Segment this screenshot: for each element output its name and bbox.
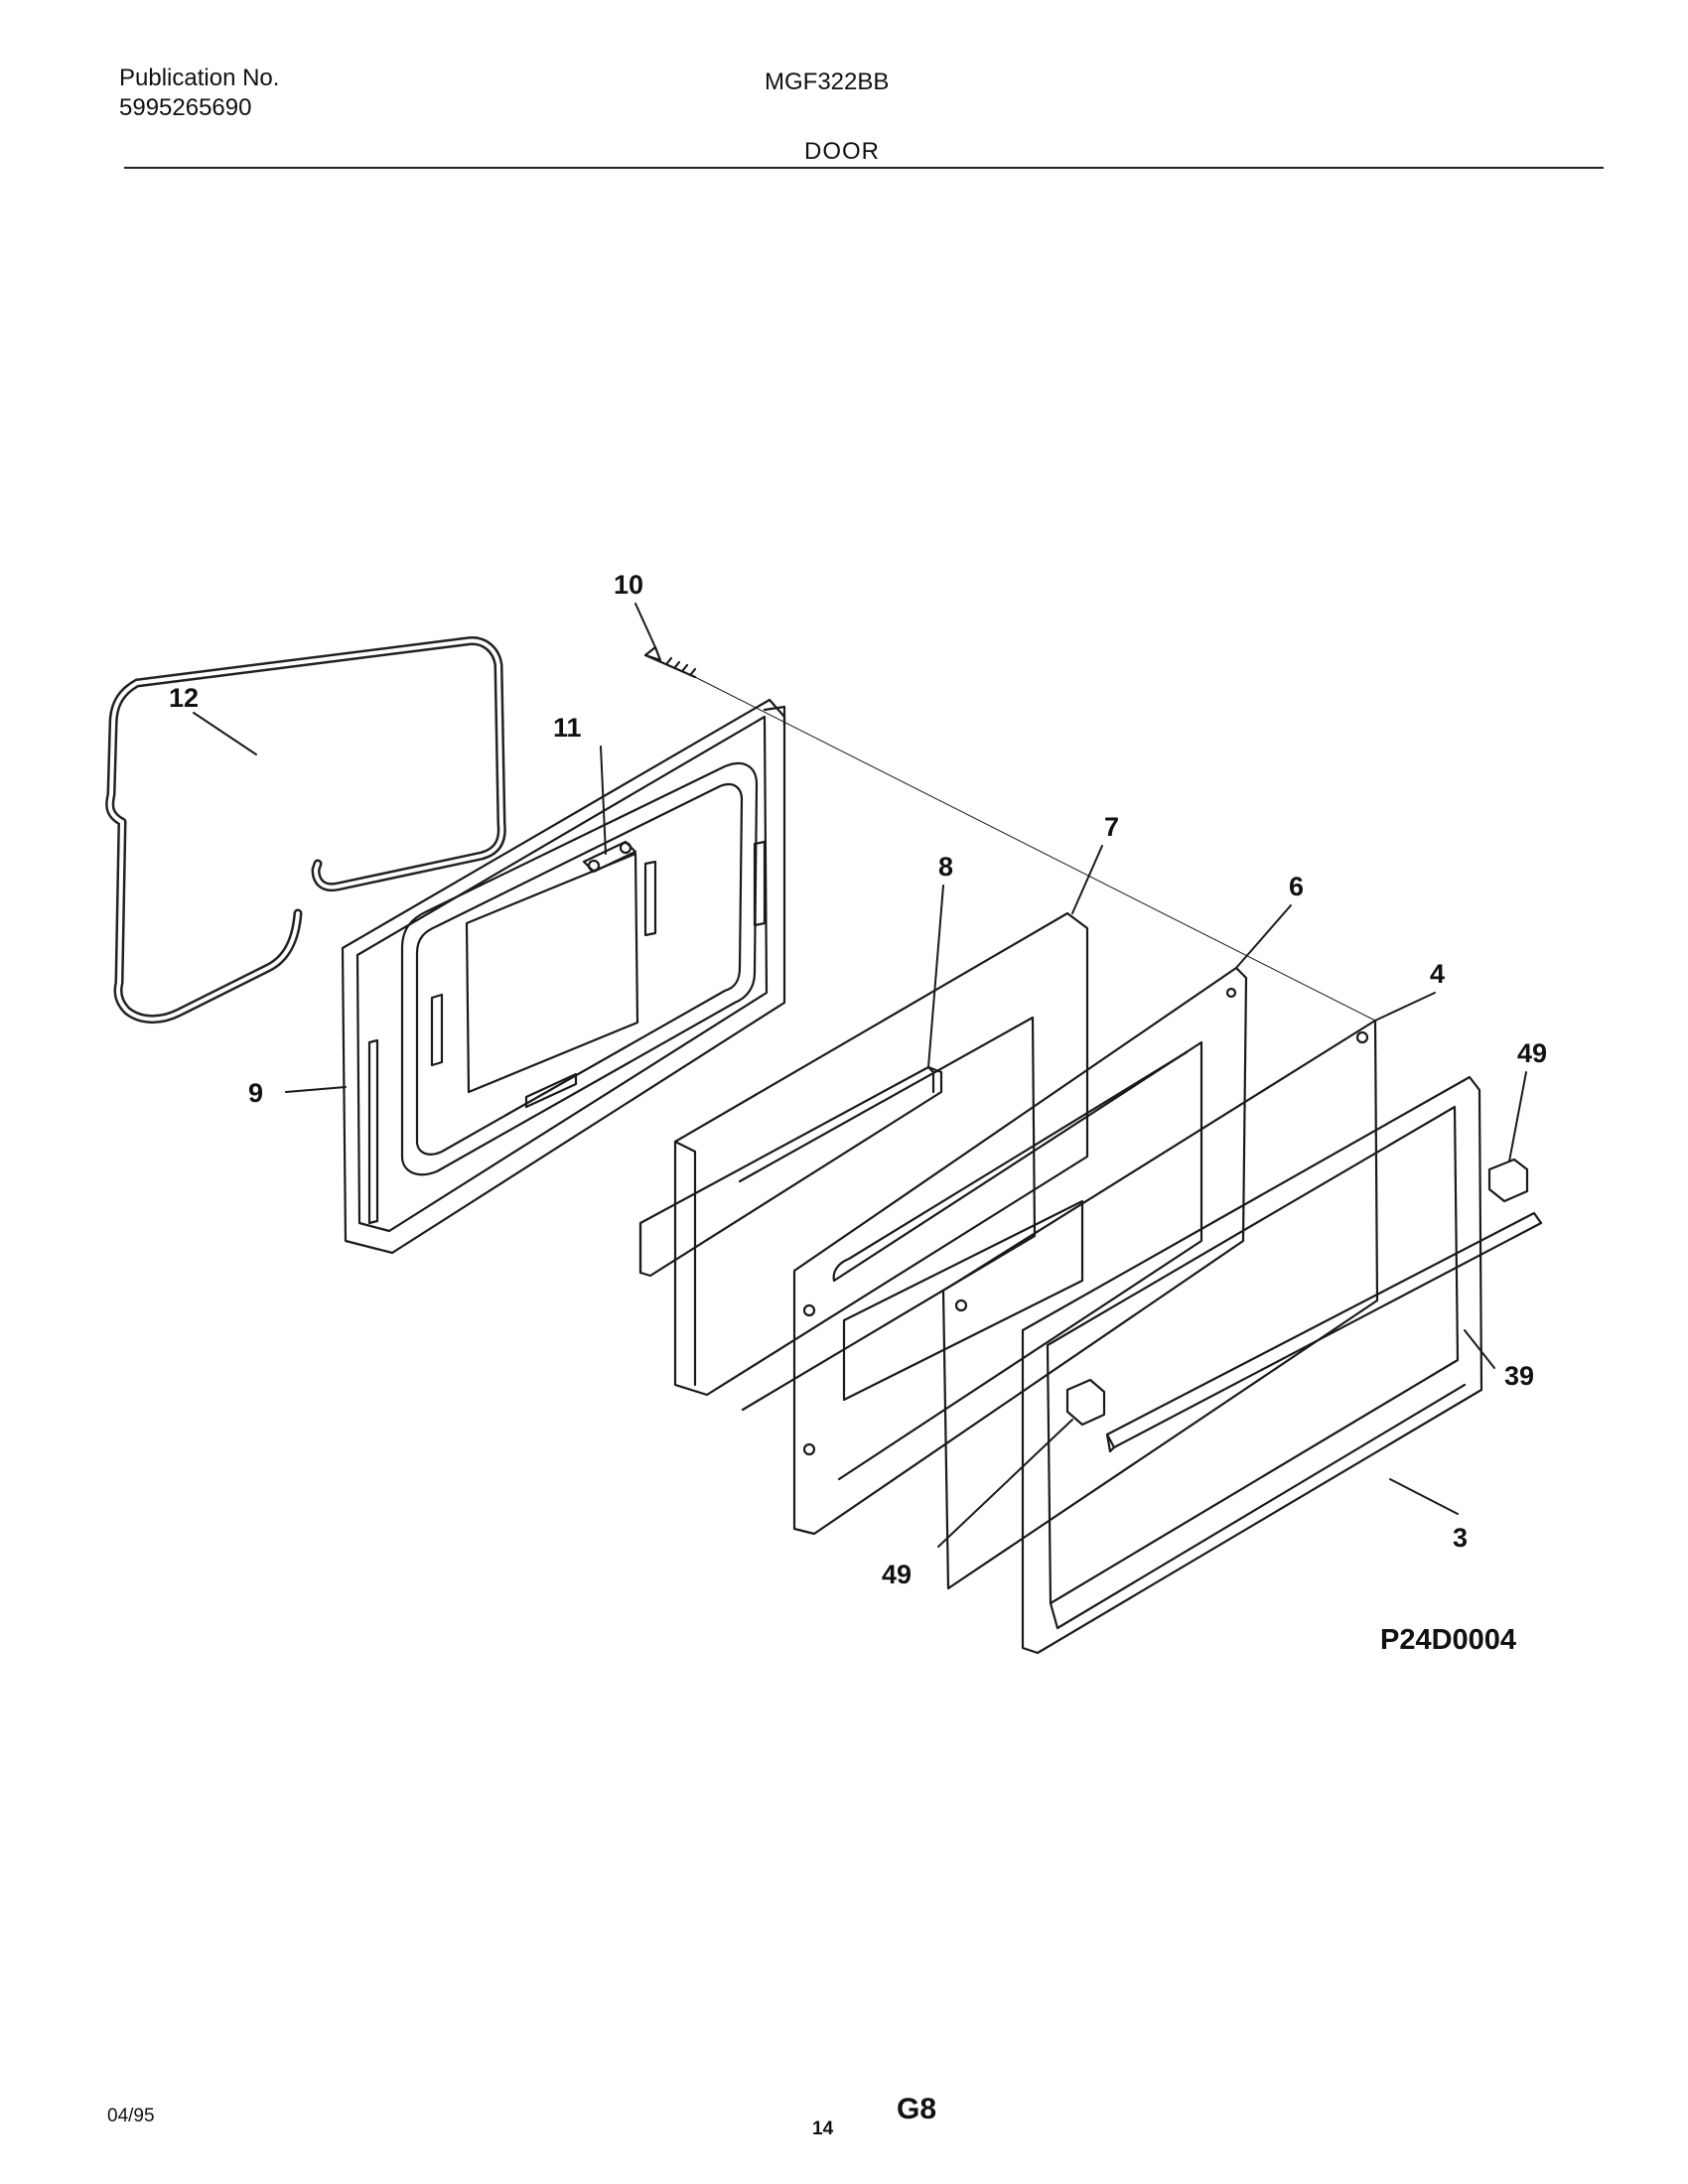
callout-3: 3 (1453, 1523, 1468, 1553)
end-cap-left (1065, 1378, 1106, 1427)
callout-9: 9 (248, 1078, 263, 1108)
alignment-line (694, 676, 1376, 1022)
page-number: 14 (812, 2118, 834, 2139)
callout-49-right: 49 (1517, 1038, 1547, 1068)
callout-7: 7 (1104, 812, 1119, 842)
door-gasket (105, 636, 506, 1024)
drawing-id: P24D0004 (1380, 1624, 1517, 1656)
door-bracket (582, 840, 637, 874)
callout-39: 39 (1504, 1361, 1534, 1391)
end-cap-right (1487, 1158, 1529, 1203)
insulation (638, 1065, 943, 1278)
outer-door-panel (1021, 1075, 1483, 1655)
callout-11: 11 (553, 713, 582, 743)
publication-label: Publication No. (119, 65, 280, 91)
section-code: G8 (897, 2093, 937, 2125)
callout-8: 8 (938, 852, 953, 882)
door-handle (1105, 1211, 1543, 1453)
glass-panel (941, 1019, 1379, 1590)
callout-12: 12 (169, 683, 199, 713)
header-rule (124, 167, 1604, 169)
callout-6: 6 (1289, 872, 1304, 901)
section-title: DOOR (804, 138, 880, 165)
callout-10: 10 (614, 570, 643, 600)
callout-4: 4 (1430, 959, 1445, 989)
revision-date: 04/95 (107, 2106, 155, 2126)
publication-number: 5995265690 (119, 94, 252, 121)
callout-49-left: 49 (882, 1560, 912, 1589)
screw (643, 645, 697, 679)
leader-lines (193, 603, 1527, 1548)
door-liner (341, 698, 786, 1255)
model-number: MGF322BB (765, 68, 890, 95)
door-frame (792, 966, 1248, 1536)
insulation-retainer (673, 911, 1089, 1412)
